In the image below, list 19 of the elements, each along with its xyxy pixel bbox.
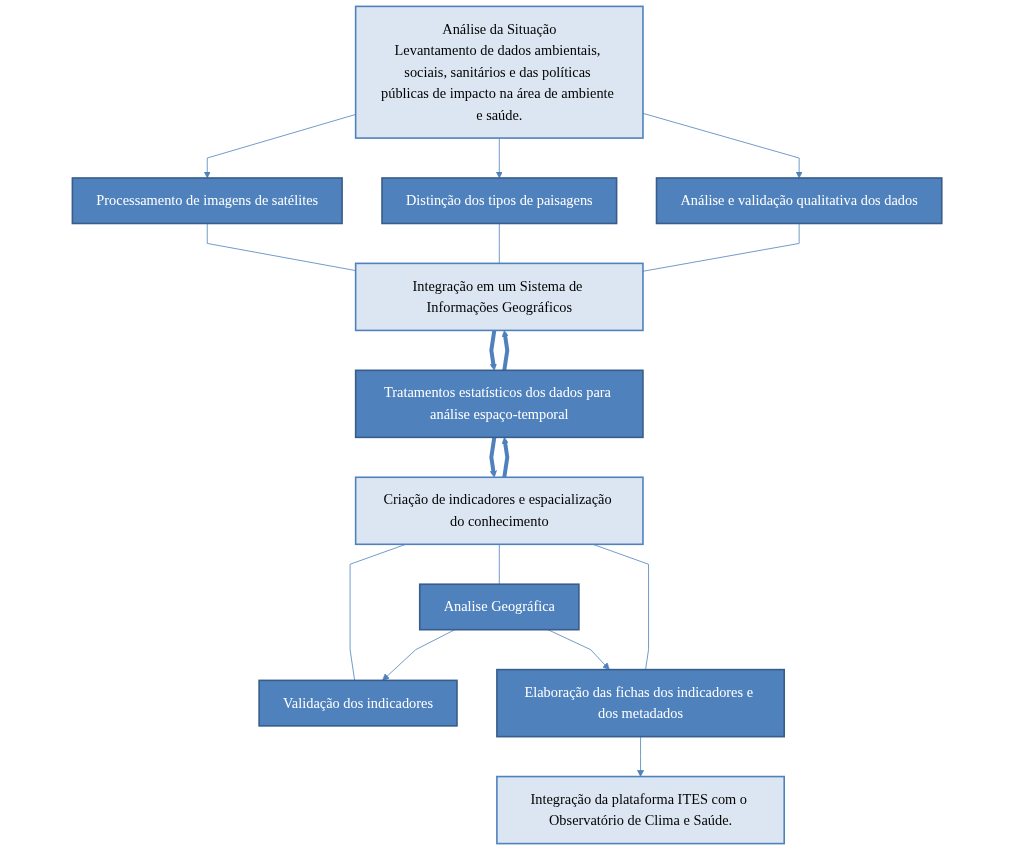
node-box: Integração em um Sistema de Informações Geográficos [354, 262, 644, 332]
connector [206, 223, 356, 271]
node-box: Distinção dos tipos de paisagens [381, 177, 618, 225]
node-box: Analise Geográfica [418, 583, 580, 631]
node-box: Análise da Situação Levantamento de dados ambientais, sociais, sanitários e das políticas públicas de impacto na área de ambiente e saúde. [354, 5, 644, 139]
node-box: Elaboração das fichas dos indicadores e dos metadados [496, 668, 785, 738]
connector [498, 223, 500, 264]
arrow [501, 437, 510, 478]
node-box: Criação de indicadores e espacialização do conhecimento [354, 476, 644, 546]
connector [498, 543, 500, 585]
node-box: Integração da plataforma ITES com o Observatório de Clima e Saúde. [496, 775, 785, 845]
arrow [489, 330, 497, 371]
node-box: Tratamentos estatísticos dos dados para análise espaço-temporal [354, 369, 644, 439]
node-box: Processamento de imagens de satélites [71, 177, 343, 225]
connector [642, 223, 800, 272]
arrow [501, 330, 510, 371]
node-box: Validação dos indicadores [258, 679, 458, 727]
node-box: Análise e validação qualitativa dos dados [655, 177, 943, 225]
arrow [489, 437, 497, 478]
